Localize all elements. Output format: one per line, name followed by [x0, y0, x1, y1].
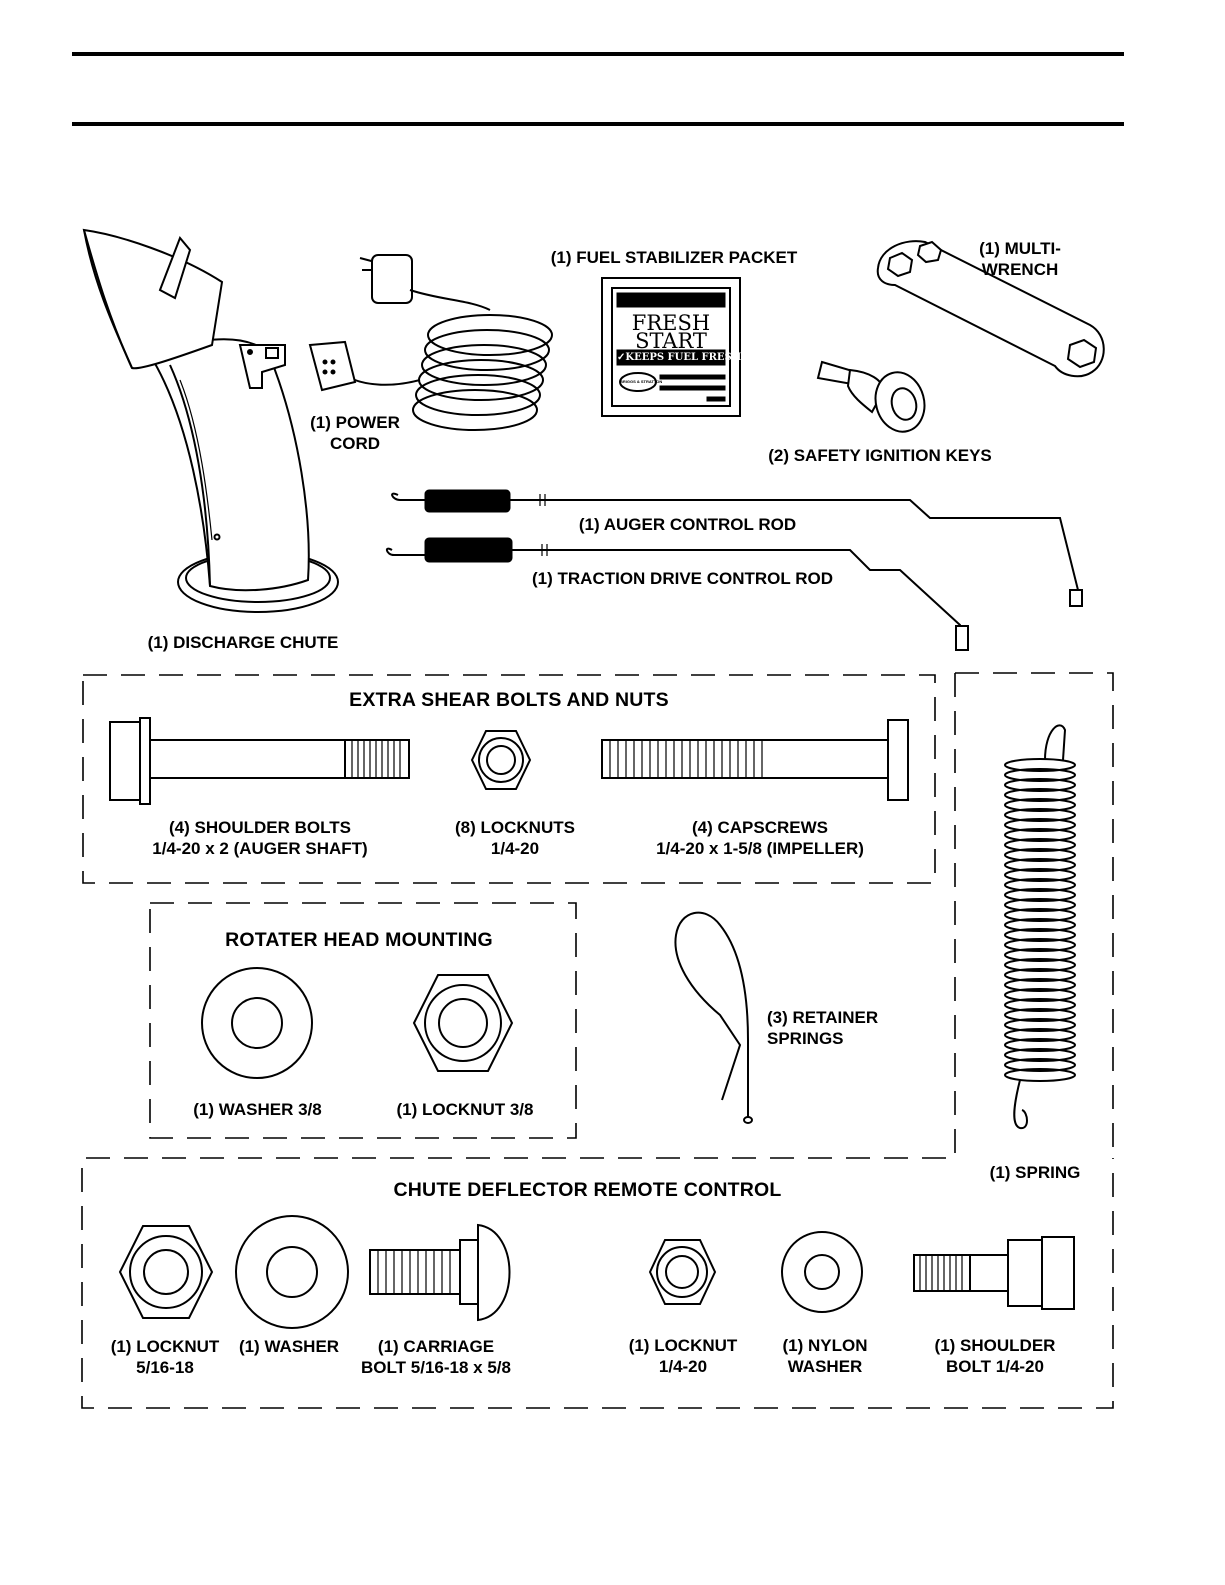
carriage-bolt-line1: (1) CARRIAGE — [377, 1337, 495, 1356]
multi-wrench-label: (1) MULTI- WRENCH — [965, 238, 1075, 280]
auger-rod-label: (1) AUGER CONTROL ROD — [578, 515, 797, 534]
ignition-keys-drawing — [816, 360, 926, 433]
locknut-14b-drawing — [648, 1239, 717, 1305]
locknut-38-drawing — [412, 974, 514, 1072]
washer-516-label: (1) WASHER — [238, 1337, 340, 1356]
fuel-packet-drawing — [601, 277, 741, 417]
locknut-516-drawing — [118, 1225, 214, 1319]
shoulder-bolts-line2: 1/4-20 x 2 (AUGER SHAFT) — [152, 839, 368, 858]
washer-516-drawing — [235, 1215, 349, 1329]
power-cord-line1: (1) POWER — [310, 413, 400, 432]
power-cord-drawing — [308, 254, 553, 431]
multi-wrench-line2: WRENCH — [981, 260, 1059, 279]
locknut-38-label: (1) LOCKNUT 3/8 — [396, 1100, 534, 1119]
ignition-keys-label: (2) SAFETY IGNITION KEYS — [768, 446, 992, 465]
shoulder-bolts-label: (4) SHOULDER BOLTS 1/4-20 x 2 (AUGER SHA… — [120, 817, 400, 859]
shear-section-title: EXTRA SHEAR BOLTS AND NUTS — [349, 689, 669, 711]
locknut-14-line2: 1/4-20 — [658, 1357, 708, 1376]
section-frames — [81, 672, 1114, 1409]
shoulder-bolt-14-label: (1) SHOULDER BOLT 1/4-20 — [920, 1335, 1070, 1377]
washer-38-label: (1) WASHER 3/8 — [193, 1100, 322, 1119]
locknut-516-line1: (1) LOCKNUT — [110, 1337, 220, 1356]
multi-wrench-drawing — [876, 240, 1105, 378]
capscrews-line2: 1/4-20 x 1-5/8 (IMPELLER) — [656, 839, 864, 858]
retainer-spring-drawing — [674, 911, 753, 1124]
nylon-washer-line2: WASHER — [787, 1357, 863, 1376]
nylon-washer-drawing — [781, 1231, 863, 1313]
second-rule — [72, 122, 1124, 126]
retainer-springs-line2: SPRINGS — [767, 1029, 844, 1048]
carriage-bolt-drawing — [369, 1223, 511, 1322]
nylon-washer-label: (1) NYLON WASHER — [765, 1335, 885, 1377]
shoulder-bolt-14-line1: (1) SHOULDER — [934, 1336, 1056, 1355]
control-rods-drawing — [386, 489, 1083, 651]
discharge-chute-drawing — [82, 228, 339, 613]
multi-wrench-line1: (1) MULTI- — [979, 239, 1061, 258]
rotater-section-title: ROTATER HEAD MOUNTING — [225, 929, 493, 951]
spring-drawing — [1004, 724, 1076, 1130]
retainer-springs-line1: (3) RETAINER — [767, 1008, 879, 1027]
locknuts-line1: (8) LOCKNUTS — [455, 818, 575, 837]
packet-tagline: ✓KEEPS FUEL FRESH — [617, 352, 742, 363]
locknut-14-line1: (1) LOCKNUT — [628, 1336, 738, 1355]
packet-line2: START — [635, 329, 707, 353]
nylon-washer-line1: (1) NYLON — [782, 1336, 868, 1355]
traction-rod-label: (1) TRACTION DRIVE CONTROL ROD — [532, 569, 833, 588]
shoulder-bolt-drawing — [109, 717, 410, 805]
top-rule — [72, 52, 1124, 56]
power-cord-line2: CORD — [329, 434, 381, 453]
discharge-chute-label: (1) DISCHARGE CHUTE — [147, 633, 339, 652]
spring-label: (1) SPRING — [989, 1163, 1081, 1182]
power-cord-label: (1) POWER CORD — [290, 412, 420, 454]
locknut-14-drawing — [470, 730, 532, 790]
locknuts-label: (8) LOCKNUTS 1/4-20 — [440, 817, 590, 859]
retainer-springs-label: (3) RETAINER SPRINGS — [767, 1007, 897, 1049]
locknuts-line2: 1/4-20 — [490, 839, 540, 858]
carriage-bolt-label: (1) CARRIAGE BOLT 5/16-18 x 5/8 — [350, 1336, 522, 1378]
washer-38-drawing — [201, 967, 313, 1079]
shoulder-bolt-14-line2: BOLT 1/4-20 — [946, 1357, 1044, 1376]
packet-brand: BRIGGS & STRATTON — [620, 379, 663, 384]
capscrew-drawing — [601, 719, 909, 801]
fuel-stabilizer-label: (1) FUEL STABILIZER PACKET — [550, 248, 798, 267]
carriage-bolt-line2: BOLT 5/16-18 x 5/8 — [361, 1358, 511, 1377]
capscrews-line1: (4) CAPSCREWS — [691, 818, 828, 837]
packet-line1: FRESH — [631, 311, 711, 335]
chute-section-title: CHUTE DEFLECTOR REMOTE CONTROL — [393, 1179, 782, 1201]
capscrews-label: (4) CAPSCREWS 1/4-20 x 1-5/8 (IMPELLER) — [630, 817, 890, 859]
locknut-516-label: (1) LOCKNUT 5/16-18 — [100, 1336, 230, 1378]
shoulder-bolts-line1: (4) SHOULDER BOLTS — [169, 818, 351, 837]
shoulder-bolt-14-drawing — [913, 1236, 1075, 1310]
locknut-516-line2: 5/16-18 — [136, 1358, 194, 1377]
locknut-14-label: (1) LOCKNUT 1/4-20 — [618, 1335, 748, 1377]
